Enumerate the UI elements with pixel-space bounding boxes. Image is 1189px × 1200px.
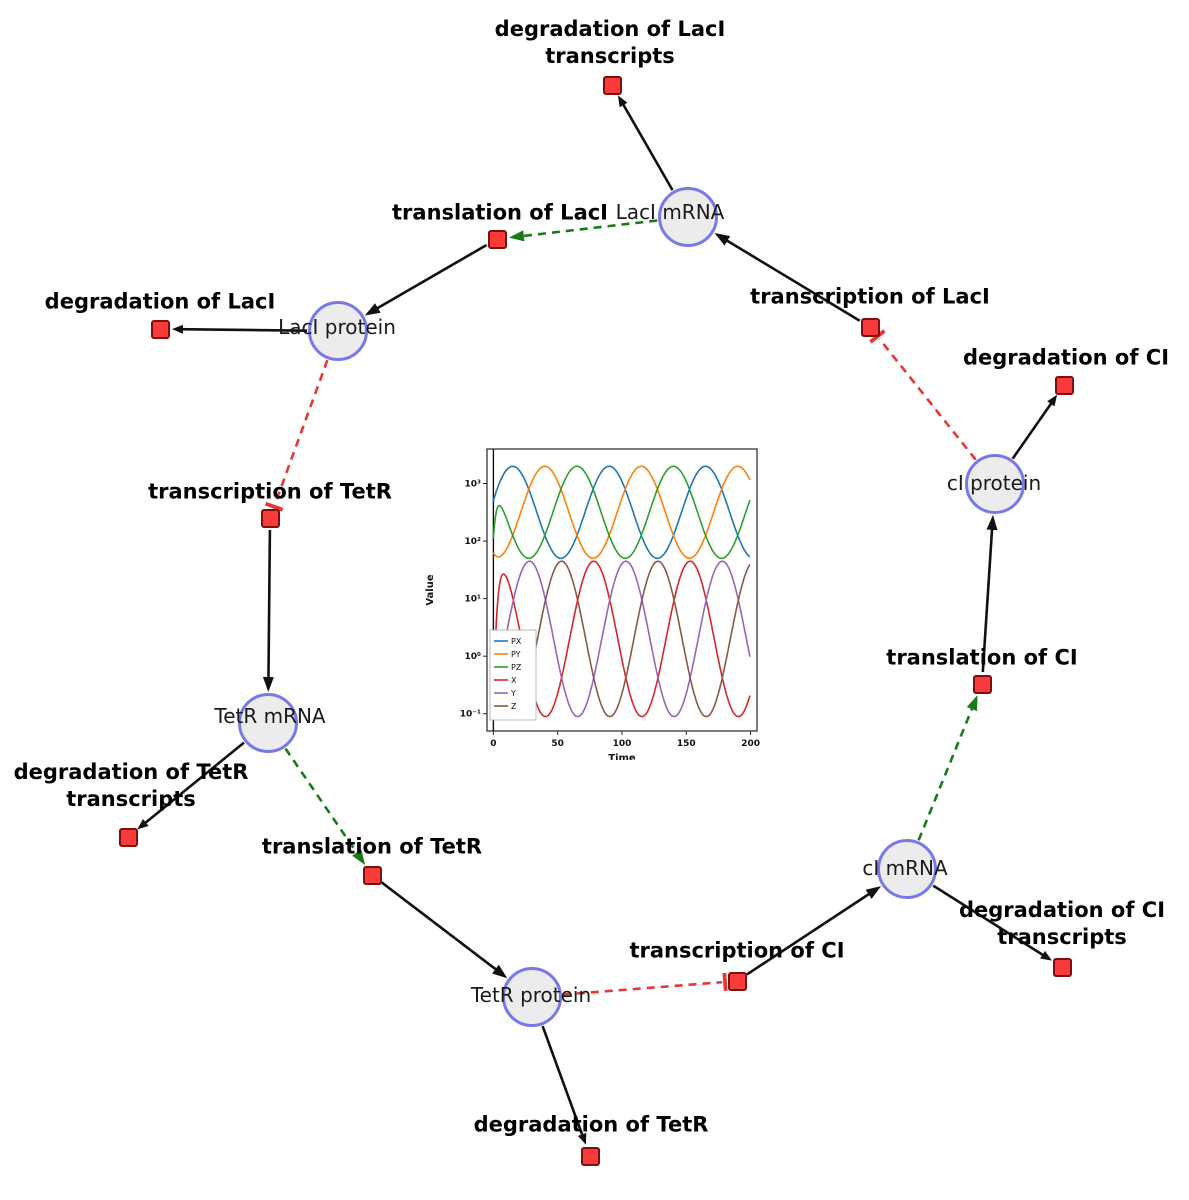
series-PX <box>492 465 751 560</box>
edge-ci-mrna-to-translation-ci <box>917 703 976 841</box>
edge-transcription-laci-to-laci-mrna <box>721 236 861 322</box>
edge-ci-protein-to-deg-ci <box>1011 399 1055 460</box>
edge-ci-protein-to-transcription-laci <box>878 337 977 461</box>
arrowhead-tetr-protein <box>492 964 508 979</box>
x-tick-label: 50 <box>551 739 564 749</box>
arrowhead-translation-ci <box>966 695 978 712</box>
reaction-node-deg-laci-transcripts[interactable] <box>602 75 622 95</box>
arrowhead-deg-tetr-transcripts <box>137 819 149 830</box>
x-tick-label: 200 <box>741 739 760 749</box>
x-tick-label: 0 <box>490 739 496 749</box>
y-tick-label: 10⁰ <box>465 652 482 662</box>
species-label-tetr-mrna: TetR mRNA <box>214 704 326 728</box>
legend-label-PX: PX <box>511 637 522 646</box>
reaction-label-translation-ci: translation of CI <box>886 645 1078 670</box>
edge-ci-mrna-to-deg-ci-transcripts <box>932 884 1047 959</box>
y-tick-label: 10² <box>465 537 482 547</box>
reaction-label-deg-ci: degradation of CI <box>962 345 1170 370</box>
edge-transcription-tetr-to-tetr-mrna <box>267 529 272 684</box>
species-node-laci-protein[interactable] <box>308 301 368 361</box>
reaction-label-deg-laci: degradation of LacI <box>44 289 276 314</box>
legend-label-PZ: PZ <box>511 663 522 672</box>
reaction-label-translation-laci: translation of LacI <box>392 200 608 225</box>
x-axis-label: Time <box>608 753 636 760</box>
species-label-laci-protein: LacI protein <box>278 315 396 339</box>
arrowhead-deg-ci <box>1047 394 1058 407</box>
edge-tetr-mrna-to-deg-tetr-transcripts <box>141 741 245 827</box>
arrowhead-tetr-mrna <box>262 676 274 692</box>
y-tick-label: 10³ <box>465 480 482 490</box>
legend-label-PY: PY <box>511 650 521 659</box>
arrowhead-ci-protein <box>986 514 998 531</box>
arrowhead-deg-laci-transcripts <box>618 95 628 108</box>
edge-transcription-ci-to-ci-mrna <box>746 889 875 976</box>
reaction-node-transcription-tetr[interactable] <box>260 508 280 528</box>
reaction-node-translation-tetr[interactable] <box>362 865 382 885</box>
arrowhead-deg-tetr <box>577 1132 587 1145</box>
arrowhead-translation-laci <box>508 230 525 242</box>
arrowhead-deg-ci-transcripts <box>1040 950 1052 961</box>
edge-laci-protein-to-deg-laci <box>178 327 308 332</box>
reaction-label-translation-tetr: translation of TetR <box>261 834 483 859</box>
reaction-node-deg-tetr[interactable] <box>580 1146 600 1166</box>
series-PY <box>492 465 751 560</box>
edge-translation-tetr-to-tetr-protein <box>380 881 501 974</box>
legend-label-Z: Z <box>511 702 517 711</box>
reaction-node-transcription-ci[interactable] <box>727 971 747 991</box>
species-label-ci-mrna: cI mRNA <box>862 856 948 880</box>
edge-translation-ci-to-ci-protein <box>981 523 994 673</box>
edge-tetr-protein-to-transcription-ci <box>562 980 723 996</box>
y-tick-label: 10⁻¹ <box>460 710 481 720</box>
reaction-label-deg-tetr: degradation of TetR <box>473 1112 709 1137</box>
edge-laci-protein-to-transcription-tetr <box>273 359 329 505</box>
series-Y <box>492 560 751 718</box>
reaction-node-deg-ci-transcripts[interactable] <box>1052 957 1072 977</box>
y-axis-label: Value <box>425 574 436 605</box>
reaction-node-transcription-laci[interactable] <box>860 317 880 337</box>
reaction-node-deg-ci[interactable] <box>1054 375 1074 395</box>
species-label-tetr-protein: TetR protein <box>470 983 592 1007</box>
reaction-node-deg-tetr-transcripts[interactable] <box>118 827 138 847</box>
edge-laci-mrna-to-deg-laci-transcripts <box>620 100 674 191</box>
inhibition-tbar-transcription-tetr <box>264 501 284 512</box>
species-node-laci-mrna[interactable] <box>658 187 718 247</box>
x-tick-label: 150 <box>677 739 696 749</box>
edge-translation-laci-to-laci-protein <box>371 243 488 313</box>
arrowhead-deg-laci <box>172 324 183 334</box>
legend-label-Y: Y <box>510 689 516 698</box>
inhibition-tbar-transcription-ci <box>722 972 728 992</box>
species-node-tetr-protein[interactable] <box>502 967 562 1027</box>
arrowhead-translation-tetr <box>352 849 366 866</box>
reaction-node-translation-laci[interactable] <box>487 229 507 249</box>
x-tick-label: 100 <box>613 739 632 749</box>
reaction-label-transcription-tetr: transcription of TetR <box>148 479 392 504</box>
reaction-label-transcription-ci: transcription of CI <box>629 938 845 963</box>
species-label-ci-protein: cI protein <box>946 471 1042 495</box>
y-tick-label: 10¹ <box>465 595 482 605</box>
reaction-node-translation-ci[interactable] <box>972 674 992 694</box>
series-PZ <box>492 465 751 560</box>
species-node-ci-protein[interactable] <box>965 454 1025 514</box>
legend-label-X: X <box>511 676 517 685</box>
chart-legend: PX PY PZ XYZ <box>489 629 537 721</box>
arrowhead-ci-mrna <box>865 886 882 899</box>
edge-laci-mrna-to-translation-laci <box>517 219 658 238</box>
species-node-tetr-mrna[interactable] <box>238 693 298 753</box>
species-node-ci-mrna[interactable] <box>877 839 937 899</box>
edge-tetr-protein-to-deg-tetr <box>541 1025 585 1139</box>
arrowhead-laci-mrna <box>714 233 731 246</box>
arrowhead-laci-protein <box>364 303 381 316</box>
reaction-label-transcription-laci: transcription of LacI <box>750 284 990 309</box>
species-label-laci-mrna: LacI mRNA <box>615 200 725 224</box>
reaction-node-deg-laci[interactable] <box>150 319 170 339</box>
